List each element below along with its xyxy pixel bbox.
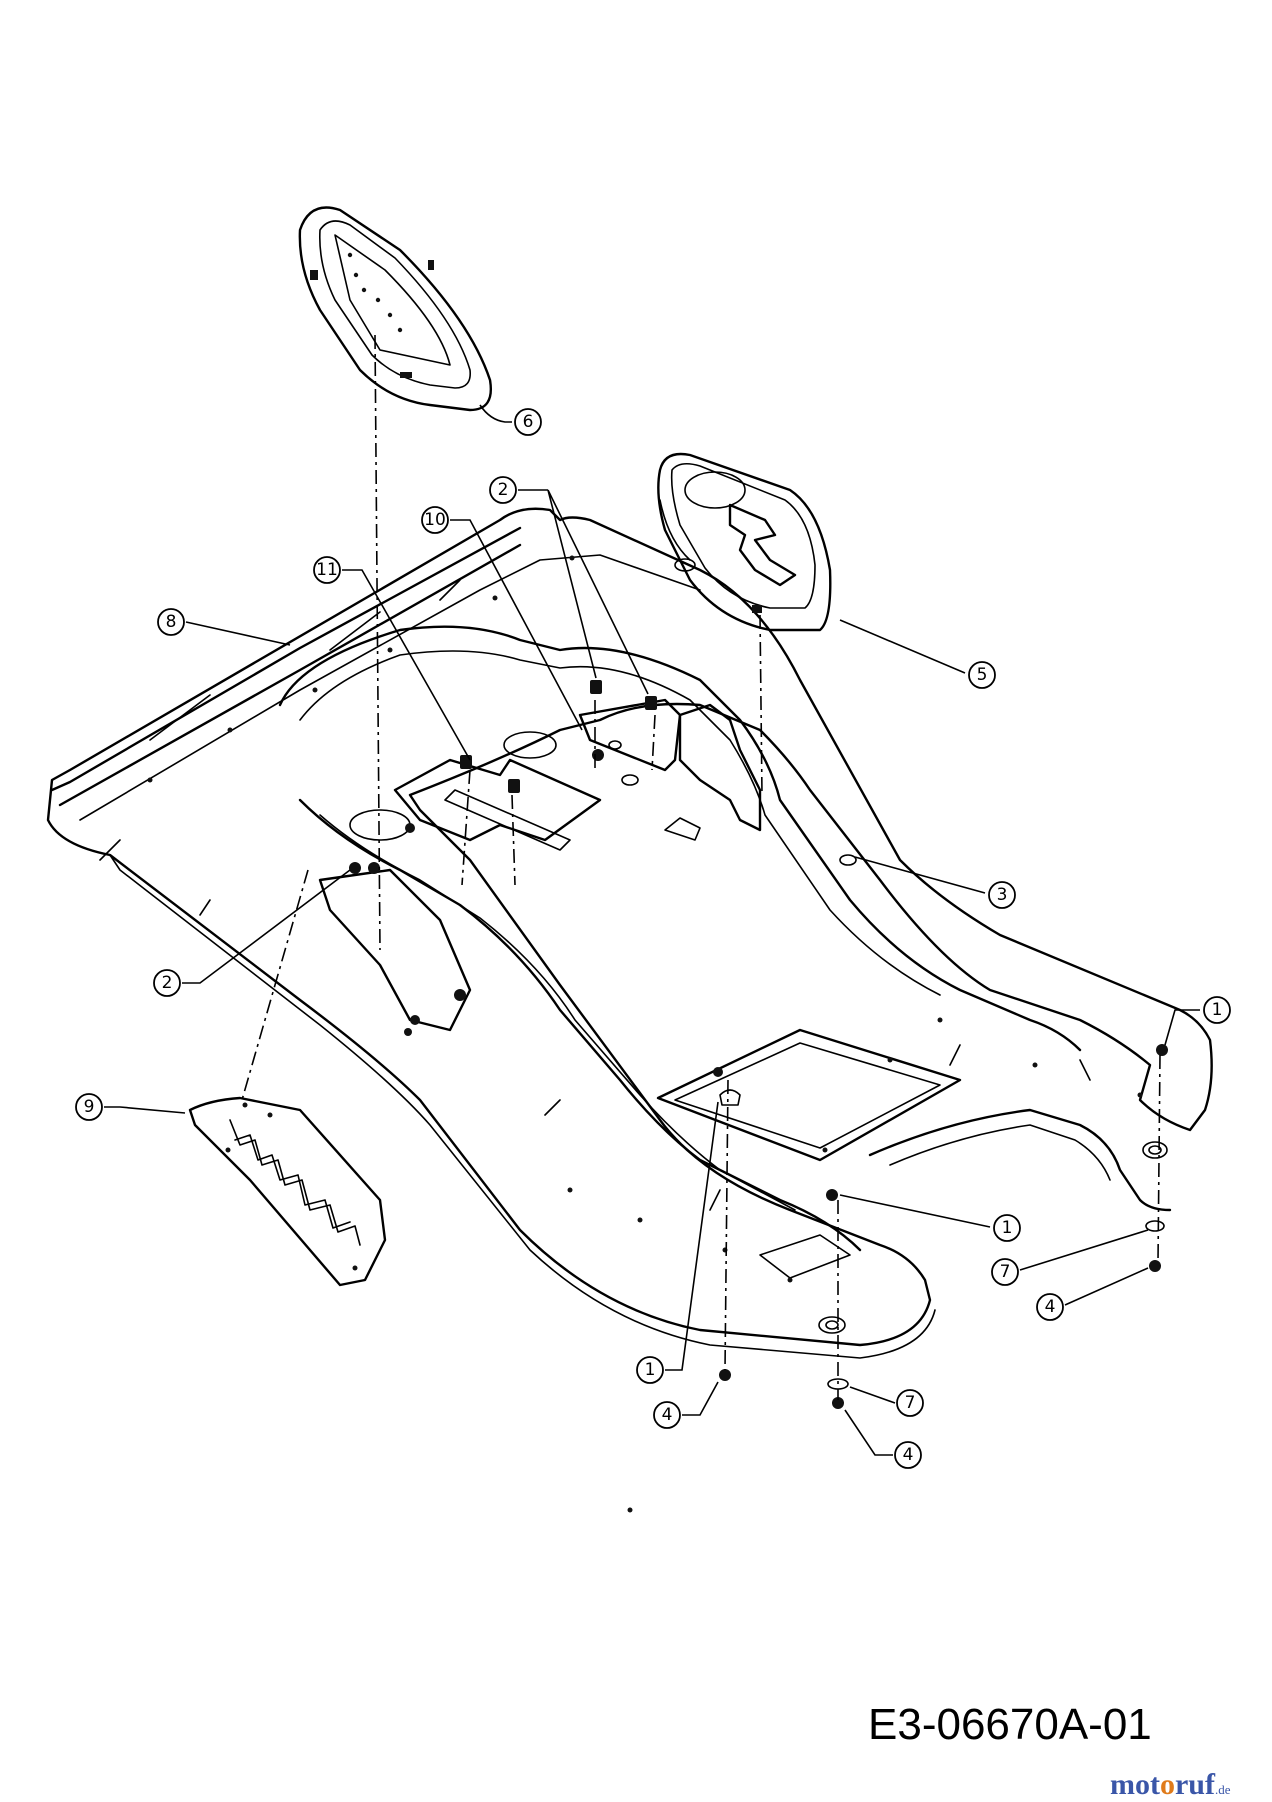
callout-1-center-right: 1	[1002, 1218, 1013, 1238]
callout-4-bottom: 4	[903, 1445, 914, 1465]
watermark-tld: .de	[1214, 1782, 1231, 1797]
callout-4-bottom-left: 4	[662, 1405, 673, 1425]
callout-3: 3	[997, 885, 1008, 905]
callout-5: 5	[977, 665, 988, 685]
motoruf-watermark: motoruf.de	[1110, 1768, 1231, 1802]
watermark-part1: mot	[1110, 1768, 1160, 1801]
drawing-number: E3-06670A-01	[868, 1700, 1152, 1749]
callout-6: 6	[523, 412, 534, 432]
callout-7-right: 7	[1000, 1262, 1011, 1282]
watermark-part2: o	[1159, 1768, 1175, 1801]
part-9-fender-plate	[188, 1096, 387, 1287]
callout-2-top: 2	[498, 480, 509, 500]
callout-1-top-right: 1	[1212, 1000, 1223, 1020]
part-5-right-pod	[657, 452, 832, 632]
watermark-part3: ruf	[1174, 1768, 1215, 1801]
callout-7-bottom: 7	[905, 1393, 916, 1413]
part-6-left-pod	[298, 206, 492, 412]
hardware	[241, 334, 1168, 1409]
callout-4-right: 4	[1045, 1297, 1056, 1317]
callouts: 6 5 2 10 11 8 3 2 9 1 1 7 4	[75, 404, 1231, 1469]
callout-11: 11	[316, 560, 338, 580]
body-shell	[46, 507, 1213, 1513]
callout-8: 8	[166, 612, 177, 632]
callout-9: 9	[84, 1097, 95, 1117]
callout-10: 10	[424, 510, 446, 530]
callout-1-bottom: 1	[645, 1360, 656, 1380]
callout-2-left: 2	[162, 973, 173, 993]
